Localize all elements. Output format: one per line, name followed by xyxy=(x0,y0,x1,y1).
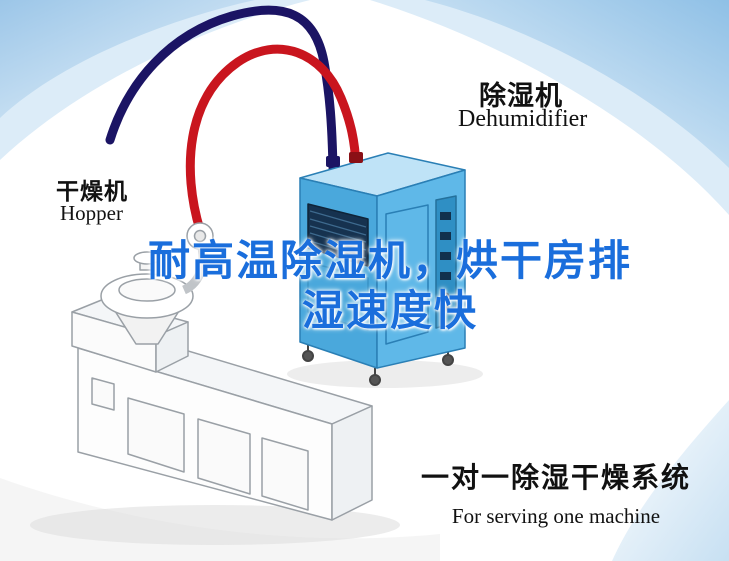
front-lower-panel xyxy=(307,261,369,331)
panel-door-small xyxy=(91,377,115,411)
hopper-cap xyxy=(133,251,161,265)
system-caption: 一对一除湿干燥系统 For serving one machine xyxy=(421,456,691,529)
dehumidifier-unit xyxy=(287,152,483,388)
hopper-label-en: Hopper xyxy=(60,201,123,225)
red-hose-connector xyxy=(349,152,363,163)
control-strip xyxy=(435,195,457,329)
return-air-pipe-navy xyxy=(105,5,338,173)
dry-air-pipe-red xyxy=(185,44,361,235)
dehumidifier-label-en: Dehumidifier xyxy=(458,106,588,132)
dehumidifier-shadow xyxy=(287,360,483,388)
pipes xyxy=(105,5,361,235)
caster-wheel xyxy=(369,374,381,386)
hopper-dome-top xyxy=(118,278,176,302)
system-caption-cn: 一对一除湿干燥系统 xyxy=(420,462,691,493)
hopper-label-cn: 干燥机 xyxy=(56,178,128,204)
grille-slats xyxy=(309,210,367,259)
headline-line-1: 耐高温除湿机，烘干房排 xyxy=(147,237,632,284)
panel-door-2 xyxy=(197,418,251,495)
side-access-door xyxy=(385,204,429,345)
casters xyxy=(302,342,454,386)
air-grille xyxy=(307,203,369,267)
machine-shadow xyxy=(30,505,400,545)
swoosh-top-right xyxy=(425,0,729,168)
hopper-dryer-machine xyxy=(30,222,400,545)
swoosh-bottom-right xyxy=(612,400,729,561)
caster-wheel xyxy=(442,354,454,366)
navy-hose-connector xyxy=(326,156,340,167)
hose-flange-bore xyxy=(193,229,207,243)
main-headline: 耐高温除湿机，烘干房排 湿速度快 xyxy=(70,236,710,335)
headline-line-2: 湿速度快 xyxy=(301,286,478,334)
body-end-face xyxy=(331,405,373,521)
caster-wheel xyxy=(302,350,314,362)
system-caption-en: For serving one machine xyxy=(451,504,661,528)
dehumidifier-label-cn: 除湿机 xyxy=(479,81,563,111)
panel-door-1 xyxy=(127,397,185,473)
swoosh-top-left xyxy=(0,0,255,118)
panel-door-3 xyxy=(261,437,309,511)
control-buttons xyxy=(440,212,451,312)
